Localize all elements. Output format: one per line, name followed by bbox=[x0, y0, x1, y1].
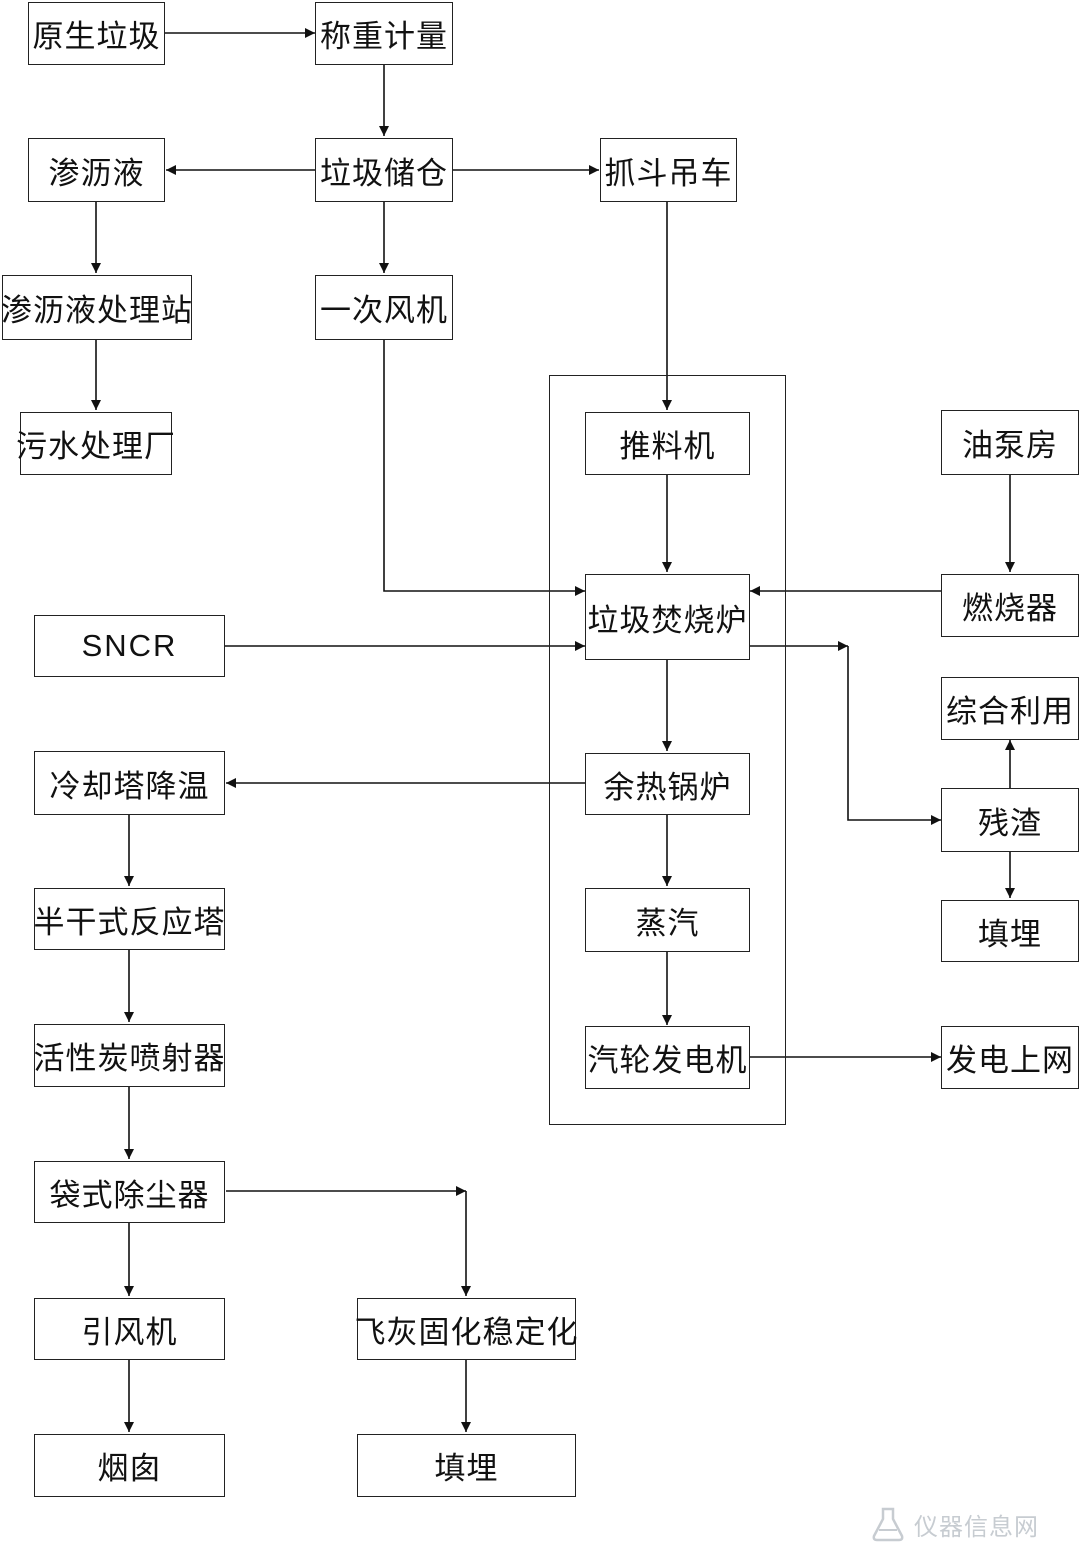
activated-carbon-injector-node: 活性炭喷射器 bbox=[34, 1024, 225, 1087]
fly-ash-stabilization-node: 飞灰固化稳定化 bbox=[355, 1298, 578, 1360]
weighing-node: 称重计量 bbox=[315, 2, 453, 65]
watermark: 仪器信息网 bbox=[868, 1500, 1068, 1548]
incinerator-node: 垃圾焚烧炉 bbox=[585, 574, 750, 660]
induced-draft-fan-node: 引风机 bbox=[34, 1298, 225, 1360]
waste-bunker-node: 垃圾储仓 bbox=[315, 138, 453, 202]
arrow-junction-to-slag bbox=[847, 646, 941, 825]
grab-crane-node: 抓斗吊车 bbox=[600, 138, 737, 202]
slag-node: 残渣 bbox=[941, 788, 1079, 852]
pusher-node: 推料机 bbox=[585, 412, 750, 475]
sncr-node: SNCR bbox=[34, 615, 225, 677]
leachate-node: 渗沥液 bbox=[28, 138, 165, 202]
turbine-generator-node: 汽轮发电机 bbox=[585, 1026, 750, 1089]
waste-heat-boiler-node: 余热锅炉 bbox=[585, 753, 750, 815]
incineration-boundary bbox=[549, 375, 786, 1125]
leachate-station-node: 渗沥液处理站 bbox=[1, 275, 192, 340]
bag-filter-node: 袋式除尘器 bbox=[34, 1161, 225, 1223]
oil-pump-house-node: 油泵房 bbox=[941, 410, 1079, 475]
chimney-node: 烟囱 bbox=[34, 1434, 225, 1497]
raw-waste-node: 原生垃圾 bbox=[28, 2, 165, 65]
arrow-fan-to-incinerator bbox=[383, 340, 585, 596]
burner-node: 燃烧器 bbox=[941, 574, 1079, 637]
flask-logo-icon bbox=[872, 1507, 904, 1542]
watermark-text: 仪器信息网 bbox=[914, 1512, 1039, 1541]
semi-dry-reactor-node: 半干式反应塔 bbox=[34, 888, 225, 950]
landfill-slag-node: 填埋 bbox=[941, 900, 1079, 962]
primary-fan-node: 一次风机 bbox=[315, 275, 453, 340]
cooling-tower-node: 冷却塔降温 bbox=[34, 751, 225, 815]
grid-connection-node: 发电上网 bbox=[941, 1026, 1079, 1089]
landfill-ash-node: 填埋 bbox=[357, 1434, 576, 1497]
comprehensive-use-node: 综合利用 bbox=[941, 677, 1079, 740]
sewage-plant-node: 污水处理厂 bbox=[16, 412, 175, 475]
steam-node: 蒸汽 bbox=[585, 888, 750, 952]
